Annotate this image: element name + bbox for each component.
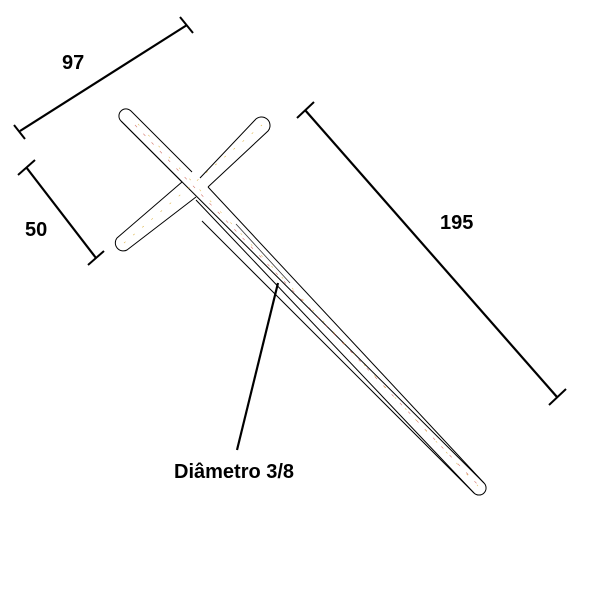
crossbar-outline-bottom xyxy=(114,181,197,252)
dimension-97-tick-start xyxy=(13,124,26,140)
vertical-rod xyxy=(118,108,487,496)
dimension-195-tick-end xyxy=(548,388,567,406)
dimension-97-label: 97 xyxy=(62,52,84,74)
vertical-rod-outline xyxy=(120,120,487,496)
crossbar-centerline xyxy=(123,124,263,244)
dimension-50-tick-start xyxy=(17,159,36,176)
crossbar-rod xyxy=(114,116,271,252)
dimension-195-label: 195 xyxy=(440,212,473,234)
crossbar-outline-top xyxy=(199,116,271,188)
vertical-rod-outline-upper xyxy=(118,108,193,173)
vertical-rod-centerline xyxy=(134,124,481,488)
dimension-195: 195 xyxy=(296,101,567,406)
vertical-rod-centerline-alt xyxy=(137,123,479,487)
vertical-rod-outline-left xyxy=(120,120,183,183)
dimension-50: 50 xyxy=(17,159,105,266)
dimension-195-tick-start xyxy=(296,101,315,119)
vertical-rod-right-edge xyxy=(207,186,485,484)
dimension-195-line xyxy=(304,109,558,398)
dimension-50-line xyxy=(25,166,97,259)
diameter-leader-line xyxy=(235,282,280,451)
dimension-50-tick-end xyxy=(87,250,105,266)
dimension-97-tick-end xyxy=(179,16,194,34)
dimension-97: 97 xyxy=(13,16,194,140)
vertical-rod-left-edge xyxy=(195,199,475,494)
diameter-callout: Diâmetro 3/8 xyxy=(174,282,294,483)
diameter-label: Diâmetro 3/8 xyxy=(174,461,294,483)
vertical-rod-dark-stroke xyxy=(235,223,291,284)
dimension-97-line xyxy=(19,24,188,132)
vertical-rod-outline-right xyxy=(208,185,474,493)
dimension-50-label: 50 xyxy=(25,219,47,241)
